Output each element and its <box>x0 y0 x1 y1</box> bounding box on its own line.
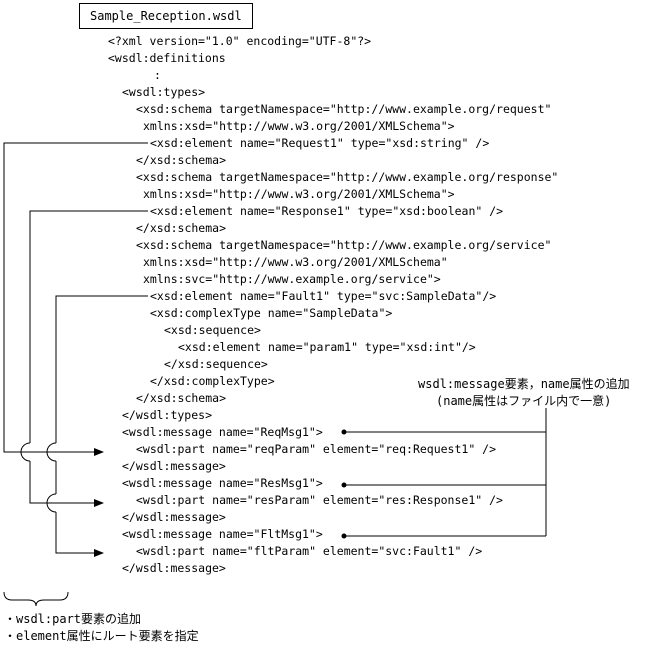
code-line: <xsd:element name="Fault1" type="svc:Sam… <box>150 289 497 303</box>
code-line: <xsd:element name="Response1" type="xsd:… <box>150 204 504 218</box>
code-line: <wsdl:message name="ReqMsg1"> <box>122 425 323 439</box>
part-annotation-line2: ・element属性にルート要素を指定 <box>4 629 199 643</box>
code-line: </xsd:complexType> <box>150 374 275 388</box>
message-annotation-bracket <box>344 408 547 537</box>
code-line: <xsd:schema targetNamespace="http://www.… <box>136 170 559 184</box>
fault-connector-crossing-arc-2 <box>46 493 57 513</box>
code-line: xmlns:xsd="http://www.w3.org/2001/XMLSch… <box>143 255 448 269</box>
message-annotation-line1: wsdl:message要素，name属性の追加 <box>418 377 630 391</box>
code-line: <xsd:complexType name="SampleData"> <box>150 306 393 320</box>
code-line: <wsdl:definitions <box>108 51 226 65</box>
response-connector-crossing-arc <box>20 442 31 462</box>
code-line: </wsdl:message> <box>122 459 226 473</box>
req-message-dot <box>341 429 347 435</box>
code-line: <wsdl:part name="resParam" element="res:… <box>136 493 503 507</box>
code-line: <wsdl:types> <box>122 85 206 99</box>
code-line: <wsdl:message name="ResMsg1"> <box>122 476 323 490</box>
code-line: </wsdl:message> <box>122 510 226 524</box>
code-line: </wsdl:types> <box>122 408 213 422</box>
code-line: <wsdl:part name="fltParam" element="svc:… <box>136 544 483 558</box>
code-line: </wsdl:message> <box>122 561 226 575</box>
part-annotation-line1: ・wsdl:part要素の追加 <box>4 612 142 626</box>
code-line: xmlns:svc="http://www.example.org/servic… <box>143 272 441 286</box>
code-line: xmlns:xsd="http://www.w3.org/2001/XMLSch… <box>143 187 455 201</box>
code-line: <xsd:schema targetNamespace="http://www.… <box>136 238 552 252</box>
code-line: <xsd:element name="Request1" type="xsd:s… <box>150 136 490 150</box>
message-annotation-line2: (name属性はファイル内で一意) <box>436 394 612 408</box>
code-line: <wsdl:part name="reqParam" element="req:… <box>136 442 497 456</box>
flt-message-dot <box>341 533 347 539</box>
code-line: <xsd:schema targetNamespace="http://www.… <box>136 102 552 116</box>
fault-connector-crossing-arc-1 <box>46 442 57 462</box>
code-line: </xsd:sequence> <box>164 357 268 371</box>
code-line: : <box>154 68 161 82</box>
code-line: <xsd:sequence> <box>164 323 261 337</box>
code-line: <?xml version="1.0" encoding="UTF-8"?> <box>108 34 372 48</box>
res-message-dot <box>341 482 347 488</box>
code-line: <wsdl:message name="FltMsg1"> <box>122 527 323 541</box>
code-line: <xsd:element name="param1" type="xsd:int… <box>178 340 476 354</box>
part-annotation-brace <box>3 591 69 607</box>
request-element-connector <box>3 142 148 456</box>
code-line: </xsd:schema> <box>136 221 227 235</box>
code-line: </xsd:schema> <box>136 391 227 405</box>
code-line: </xsd:schema> <box>136 153 227 167</box>
file-name-label: Sample_Reception.wsdl <box>79 3 253 29</box>
code-line: xmlns:xsd="http://www.w3.org/2001/XMLSch… <box>143 119 455 133</box>
